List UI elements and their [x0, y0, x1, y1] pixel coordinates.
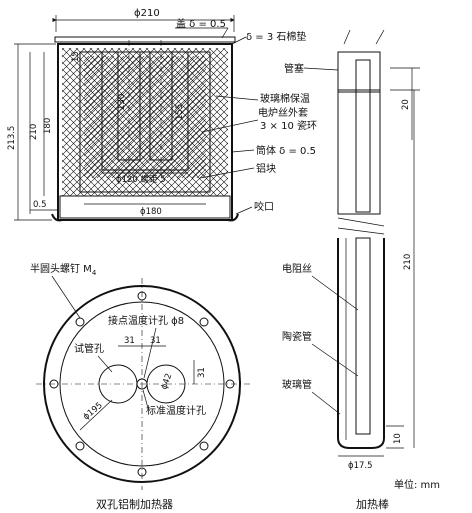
- screw-hole: [199, 441, 209, 451]
- plan-dim-42: ϕ42: [159, 372, 174, 391]
- lid-label: 盖 δ = 0.5: [176, 17, 226, 30]
- section-view: ϕ210 盖 δ = 0.5 δ = 3 石棉垫 15 130 155 ϕ120…: [7, 8, 317, 222]
- screw-hole: [75, 317, 85, 327]
- screw-label: 半圆头螺钉 M4: [30, 262, 97, 277]
- test-tube-well: [101, 51, 189, 171]
- screw-hole: [225, 379, 235, 389]
- unit-label: 单位: mm: [394, 478, 440, 491]
- glass-wool-label: 玻璃棉保温: [260, 92, 310, 105]
- glass-tube-label: 玻璃管: [282, 378, 312, 391]
- dim-155: 155: [175, 104, 185, 120]
- screw-holes: [49, 291, 235, 477]
- rod-dim-17-5: ϕ17.5: [348, 461, 373, 471]
- plan-view: 31 31 ϕ42 31 ϕ195 半圆头螺钉 M4 接点温度计孔 ϕ8 试管孔…: [30, 262, 250, 511]
- rod-dim-210: 210: [403, 254, 413, 270]
- ceramic-tube-label: 陶瓷管: [282, 330, 312, 343]
- dim-180: 180: [43, 118, 53, 134]
- dim-120: ϕ120 螺距 5: [116, 174, 166, 185]
- asbestos-pad-label: δ = 3 石棉垫: [246, 30, 306, 43]
- dim-213-5: 213.5: [7, 126, 17, 150]
- plug-label: 管塞: [284, 62, 304, 75]
- contact-thermometer-label: 接点温度计孔 ϕ8: [108, 314, 184, 327]
- resistance-wire-label: 电阻丝: [282, 262, 312, 275]
- std-thermometer-hole: [136, 378, 148, 390]
- screw-hole: [137, 467, 147, 477]
- screw-hole: [49, 379, 59, 389]
- wire-outer-label-2: 3 × 10 瓷环: [260, 119, 317, 132]
- rod-dim-10: 10: [393, 433, 403, 444]
- screw-hole: [137, 291, 147, 301]
- plan-dim-31b: 31: [150, 336, 161, 346]
- bottom-plate: [59, 195, 231, 219]
- plan-dim-195: ϕ195: [82, 401, 105, 423]
- crimp-label: 咬口: [254, 200, 274, 213]
- dim-15: 15: [71, 51, 81, 62]
- dim-210: 210: [29, 124, 39, 140]
- screw-subscript: 4: [92, 269, 97, 277]
- rod-caption: 加热棒: [356, 497, 389, 511]
- dim-top-width: ϕ210: [134, 8, 160, 19]
- lid: [54, 36, 236, 43]
- aluminum-block-label: 铝块: [256, 163, 276, 175]
- test-tube-label: 试管孔: [74, 342, 104, 355]
- shell-label: 筒体 δ = 0.5: [256, 144, 316, 157]
- plan-dim-31a: 31: [124, 336, 135, 346]
- dim-130: 130: [117, 94, 127, 110]
- dim-180-dia: ϕ180: [140, 207, 162, 217]
- rod-dim-20: 20: [401, 99, 411, 110]
- wire-outer-label-1: 电炉丝外套: [258, 106, 308, 119]
- screw-hole: [199, 317, 209, 327]
- screw-hole: [75, 441, 85, 451]
- tube-plug: [337, 51, 381, 93]
- std-thermometer-label: 标准温度计孔: [146, 404, 206, 417]
- plan-dim-31c: 31: [197, 367, 207, 378]
- crimp-joint: [51, 213, 239, 222]
- heating-rod-view: 管塞 20 210 10 ϕ17.5 电阻丝 陶瓷管 玻璃管 单位: mm 加热…: [282, 29, 440, 511]
- plan-caption: 双孔铝制加热器: [96, 497, 173, 511]
- dim-05: 0.5: [33, 200, 47, 210]
